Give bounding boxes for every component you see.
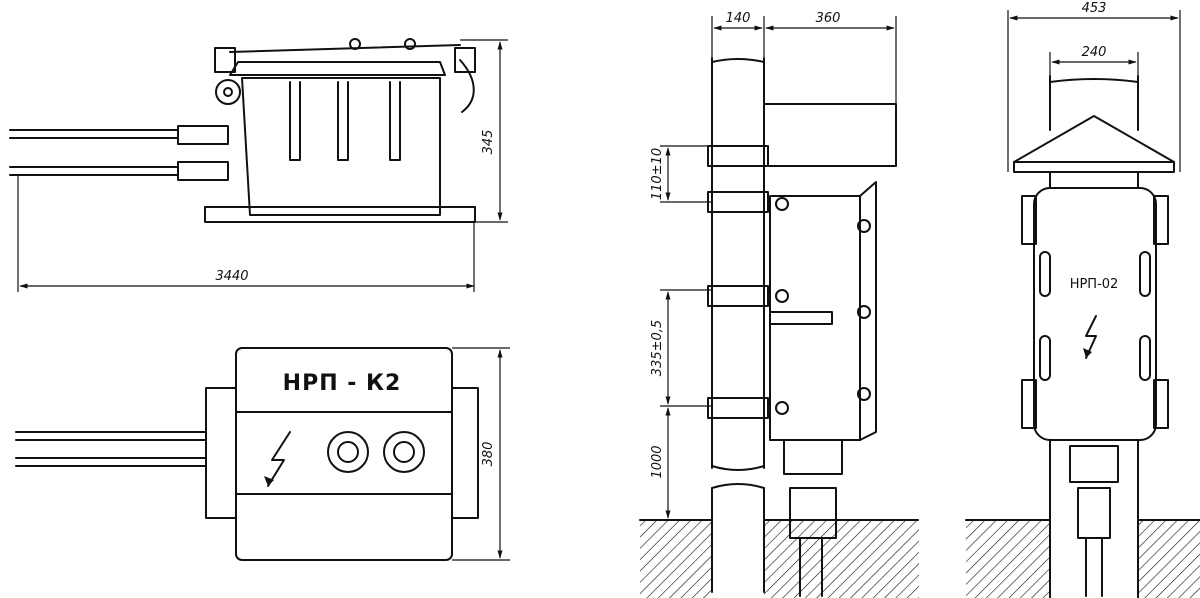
pole-clamp — [707, 191, 769, 213]
connector-circle — [383, 431, 425, 473]
housing-rib — [337, 81, 349, 161]
cover-box — [763, 103, 897, 167]
lid-bracket-left — [214, 47, 236, 73]
hinge-circle — [215, 79, 241, 105]
dim-140: 140 — [726, 11, 751, 26]
post-top — [711, 58, 765, 63]
dim-3440: 3440 — [215, 269, 248, 284]
cable-gland — [177, 125, 229, 145]
bracket-arm — [769, 311, 833, 325]
housing-lid — [229, 61, 446, 76]
lid-bracket-right — [454, 47, 476, 73]
plan-view: НРП - К2 380 — [15, 347, 510, 561]
ground-hatch — [1138, 520, 1200, 598]
dim-380: 380 — [481, 442, 496, 467]
front-ear — [1153, 379, 1169, 429]
dim-240: 240 — [1082, 45, 1107, 60]
housing-rib — [289, 81, 301, 161]
dim-360: 360 — [816, 11, 841, 26]
dim-335: 335±0,5 — [650, 320, 665, 376]
plan-bracket-left — [205, 387, 237, 519]
lightning-icon — [267, 431, 291, 487]
cable-gland — [177, 161, 229, 181]
ground-hatch — [640, 520, 712, 598]
front-ear — [1021, 379, 1037, 429]
installation-front-view: НРП-02 453 240 — [965, 1, 1200, 598]
housing-rib — [389, 81, 401, 161]
plan-cable-upper — [15, 431, 207, 441]
pole-clamp — [707, 145, 769, 167]
base-plate — [204, 206, 476, 223]
elevation-view: 345 3440 — [9, 38, 508, 292]
front-ear — [1021, 195, 1037, 245]
dim-110: 110±10 — [650, 148, 665, 200]
pole-clamp — [707, 285, 769, 307]
dim-1000: 1000 — [650, 445, 665, 478]
bottom-gland — [783, 439, 843, 475]
front-body — [1033, 187, 1157, 441]
dim-453: 453 — [1082, 1, 1107, 16]
plan-cable-lower — [15, 457, 207, 467]
ground-hatch — [966, 520, 1050, 598]
housing-body — [241, 77, 441, 216]
pole-clamp — [707, 397, 769, 419]
connector-circle — [327, 431, 369, 473]
front-label: НРП-02 — [1070, 277, 1119, 292]
front-ear — [1153, 195, 1169, 245]
dim-345: 345 — [481, 130, 496, 155]
plan-bracket-right — [451, 387, 479, 519]
cable-lower — [9, 166, 179, 176]
lid-bolt — [349, 38, 361, 50]
lid-hook — [459, 59, 475, 113]
cable-upper — [9, 129, 179, 139]
installation-side-view: 140 360 110±10 335±0,5 1000 — [639, 11, 919, 598]
lightning-icon — [1085, 315, 1097, 359]
plan-label: НРП - К2 — [283, 371, 402, 396]
ground-hatch — [764, 520, 919, 598]
roof-cover — [1013, 115, 1175, 173]
lid-bolt — [404, 38, 416, 50]
